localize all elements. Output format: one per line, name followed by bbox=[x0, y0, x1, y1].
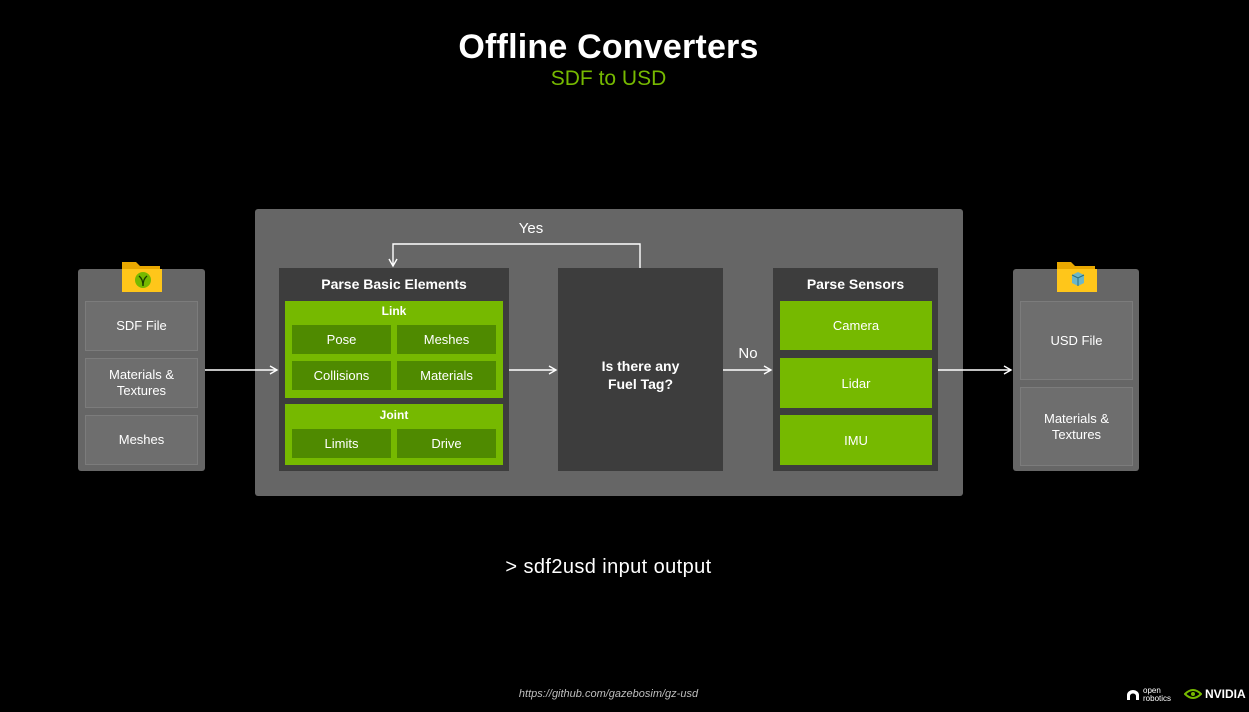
input-item-sdf-file: SDF File bbox=[85, 301, 198, 351]
sensor-item-camera: Camera bbox=[780, 301, 932, 350]
fuel-tag-question: Is there any Fuel Tag? bbox=[601, 358, 680, 392]
input-item-meshes: Meshes bbox=[85, 415, 198, 465]
fuel-tag-decision-box bbox=[558, 268, 723, 471]
yes-label: Yes bbox=[518, 220, 544, 237]
open-robotics-icon bbox=[1127, 690, 1139, 700]
sdf-folder-icon bbox=[120, 258, 164, 294]
nvidia-wordmark: NVIDIA bbox=[1205, 687, 1246, 701]
command-text: > sdf2usd input output bbox=[505, 556, 712, 578]
link-item-materials: Materials bbox=[397, 361, 496, 390]
nvidia-eye-icon bbox=[1184, 689, 1202, 699]
output-item-materials-textures: Materials & Textures bbox=[1020, 387, 1133, 466]
joint-item-limits: Limits bbox=[292, 429, 391, 458]
output-item-usd-file: USD File bbox=[1020, 301, 1133, 380]
input-item-materials-textures: Materials & Textures bbox=[85, 358, 198, 408]
usd-folder-icon bbox=[1055, 258, 1099, 294]
source-url: https://github.com/gazebosim/gz-usd bbox=[518, 688, 699, 700]
page-title: Offline Converters bbox=[458, 28, 759, 66]
open-robotics-logo: open robotics bbox=[1126, 687, 1171, 703]
joint-item-drive: Drive bbox=[397, 429, 496, 458]
joint-label: Joint bbox=[379, 408, 409, 422]
link-label: Link bbox=[381, 304, 407, 318]
link-item-pose: Pose bbox=[292, 325, 391, 354]
no-label: No bbox=[738, 345, 758, 362]
page-subtitle: SDF to USD bbox=[550, 67, 667, 90]
arrow-decision-yes-loop bbox=[388, 243, 641, 268]
open-robotics-wordmark: open robotics bbox=[1143, 686, 1172, 703]
nvidia-logo: NVIDIA bbox=[1184, 687, 1246, 701]
parse-sensors-title: Parse Sensors bbox=[806, 276, 905, 292]
sensor-item-imu: IMU bbox=[780, 415, 932, 465]
link-item-collisions: Collisions bbox=[292, 361, 391, 390]
parse-basic-elements-title: Parse Basic Elements bbox=[321, 276, 467, 292]
link-item-meshes: Meshes bbox=[397, 325, 496, 354]
sensor-item-lidar: Lidar bbox=[780, 358, 932, 408]
